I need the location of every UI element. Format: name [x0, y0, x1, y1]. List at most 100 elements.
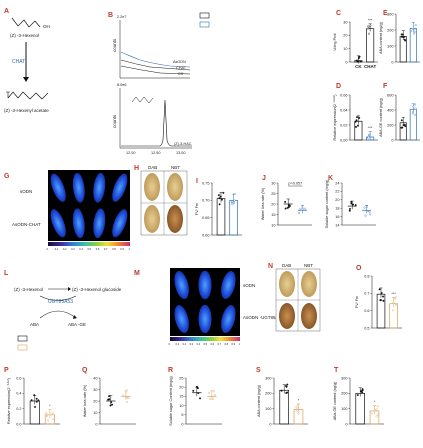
ylabel-T: ABA-GE content (ng/g) — [333, 381, 337, 421]
m-scale-tick-5: 0.5 — [204, 342, 208, 346]
ytick-Q-3: 30 — [93, 388, 97, 392]
pt-R-1-3 — [208, 398, 211, 401]
pt-R-1-4 — [211, 397, 214, 400]
pt-J-0-3 — [284, 207, 287, 210]
panel-label-e: E — [383, 10, 388, 17]
ytick-T-1: 100 — [341, 407, 347, 411]
m-scale-tick-0: 0 — [169, 342, 171, 346]
pt-S-0-3 — [280, 389, 283, 392]
m-row1-label: sODN — [243, 283, 255, 288]
pt-E-1-5 — [413, 31, 416, 33]
pt-O-0-5 — [382, 295, 385, 298]
pt-Q-1-1 — [122, 394, 125, 397]
g-leaves — [50, 172, 128, 239]
l-abage: ABA -GE — [68, 322, 86, 327]
pt-D-1-5 — [368, 134, 371, 137]
ytick-E-2: 200 — [387, 28, 393, 32]
label-asodn: AsODN — [173, 60, 186, 64]
xtick-13-00: 13.00 — [176, 151, 186, 155]
pt-C-0-5 — [357, 60, 360, 63]
bottom-exponent: 8.0e6 — [117, 83, 127, 87]
pt-Q-0-3 — [107, 398, 110, 401]
l-enzyme: UGT85A53 — [48, 299, 73, 305]
panel-label-b: B — [108, 12, 113, 19]
pt-J-1-5 — [304, 207, 307, 210]
pt-T-0-0 — [356, 394, 359, 397]
stars-D: *** — [368, 126, 373, 130]
legend-b-swatch-as — [17, 344, 28, 351]
pt-S-0-4 — [286, 383, 289, 386]
m-scale-tick-6: 0.6 — [211, 342, 215, 346]
ytick-Q-4: 40 — [93, 376, 97, 380]
panel-label-n: N — [268, 263, 273, 270]
pt-R-1-5 — [208, 391, 211, 394]
panel-label-d: D — [336, 83, 341, 90]
g-scale-tick-4: 0.4 — [79, 247, 83, 251]
pt-I-0-4 — [218, 203, 221, 206]
ylabel-J: Water loss rate (%) — [261, 187, 265, 220]
pvalue-J: p=0.057 — [288, 182, 302, 186]
pt-D-0-5 — [354, 120, 357, 123]
ytick-T-0: 0 — [345, 422, 347, 426]
pt-C-1-5 — [369, 24, 372, 27]
hexenol-oh: OH — [43, 24, 50, 29]
bottom-ylabel: counts — [112, 114, 117, 128]
ytick-C-2: 20 — [343, 34, 347, 38]
bar-C-1 — [366, 28, 375, 63]
pt-T-1-0 — [375, 415, 378, 418]
pt-I-0-2 — [218, 197, 221, 200]
pt-P-0-3 — [35, 400, 38, 403]
ylabel-R: Soluble sugar Content (mg/g) — [169, 375, 173, 425]
stars-S: * — [298, 398, 300, 402]
arrow-head-icon — [23, 77, 29, 82]
ytick-Q-0: 0 — [95, 422, 97, 426]
pt-K-0-5 — [350, 200, 353, 203]
enzyme-chat: CHAT — [12, 59, 25, 65]
pt-P-0-1 — [30, 399, 33, 402]
pt-T-0-5 — [361, 389, 364, 392]
pt-P-0-5 — [37, 399, 40, 402]
pt-I-1-0 — [233, 199, 236, 202]
pt-C-1-1 — [367, 25, 370, 28]
top-axis — [119, 20, 190, 79]
ytick-S-2: 200 — [265, 392, 271, 396]
ytick-F-2: 400 — [387, 108, 393, 112]
bar-S-0 — [279, 389, 289, 425]
pt-Q-1-4 — [124, 390, 127, 393]
g-scale-tick-10: 1 — [129, 247, 131, 251]
l-curve-top — [39, 295, 77, 301]
panel-label-l: L — [4, 270, 9, 277]
ytick-F-0: 0 — [391, 138, 393, 142]
pt-F-1-1 — [414, 113, 417, 116]
n-dab: DAB — [282, 263, 291, 268]
pt-F-0-5 — [400, 126, 403, 129]
ytick-J-2: 20 — [271, 202, 275, 206]
ytick-R-3: 15 — [179, 395, 183, 399]
pt-J-1-3 — [301, 208, 304, 211]
pt-R-1-1 — [213, 394, 216, 396]
ytick-S-3: 300 — [265, 376, 271, 380]
panel-label-q: Q — [82, 367, 88, 374]
pt-R-0-0 — [199, 397, 202, 400]
trace-hac — [121, 99, 192, 147]
ytick-J-3: 25 — [271, 192, 275, 196]
leaf-g-leaves-0-1 — [72, 172, 85, 203]
pt-E-0-3 — [401, 33, 404, 36]
xtick-12-00: 12.00 — [126, 151, 136, 155]
panel-label-f: F — [383, 83, 388, 90]
m-scale-tick-7: 0.7 — [218, 342, 222, 346]
pt-K-1-1 — [368, 210, 371, 213]
pt-K-0-4 — [348, 209, 351, 212]
ylabel-F: ABA-GE content (ng/g) — [379, 97, 383, 137]
ytick-E-0: 0 — [391, 60, 393, 64]
ytick-K-5: 24 — [335, 181, 339, 185]
n-leaf-1 — [279, 271, 295, 297]
pt-R-0-3 — [192, 389, 195, 392]
ytick-I-0: 0.60 — [202, 233, 209, 237]
xcat-C-1: CHAT — [364, 64, 376, 69]
ytick-K-1: 16 — [335, 215, 339, 219]
ytick-J-0: 10 — [271, 223, 275, 227]
